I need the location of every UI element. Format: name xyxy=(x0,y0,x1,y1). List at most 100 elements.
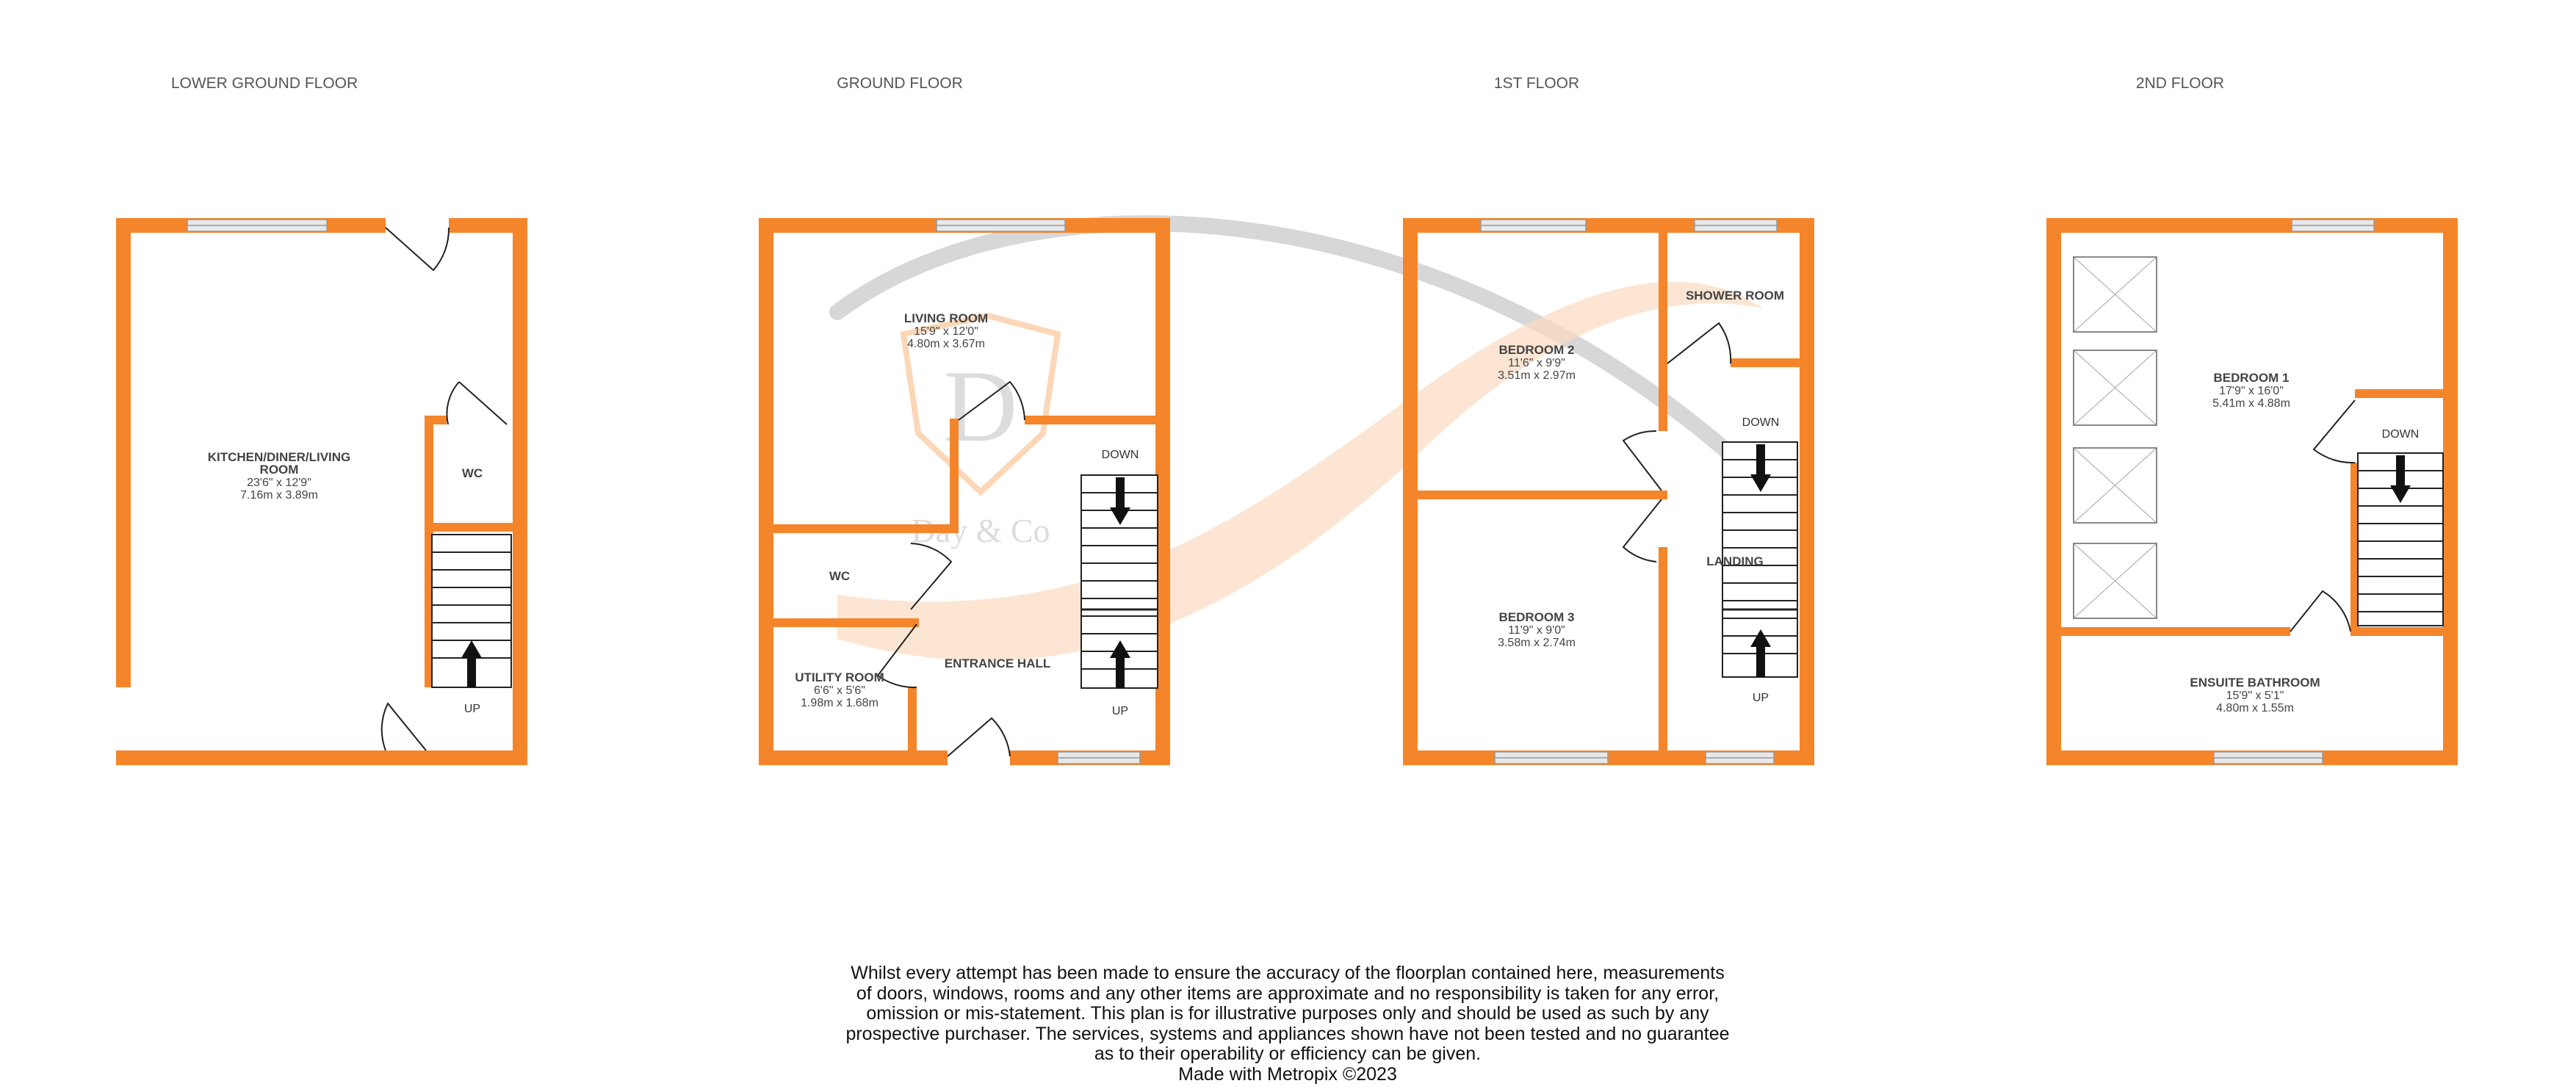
room-name: BEDROOM 2 xyxy=(1499,343,1575,357)
room-dimensions-imperial: 11'9" x 9'0" xyxy=(1508,624,1565,637)
room-name: BEDROOM 1 xyxy=(2214,371,2290,385)
wall-utility-east xyxy=(908,687,917,758)
wall-west xyxy=(759,218,773,765)
disclaimer-line: prospective purchaser. The services, sys… xyxy=(845,1023,1730,1044)
wall-east xyxy=(1155,218,1170,765)
watermark-arc xyxy=(829,215,1756,478)
disclaimer: Whilst every attempt has been made to en… xyxy=(810,963,1765,1085)
wall-living-south xyxy=(773,524,957,533)
skylight xyxy=(2073,350,2157,426)
arrow-down-icon xyxy=(1110,477,1130,525)
disclaimer-line: of doors, windows, rooms and any other i… xyxy=(856,983,1720,1004)
staircase xyxy=(1080,474,1158,689)
floor-title: 2ND FLOOR xyxy=(2136,75,2224,92)
room-name: ENSUITE BATHROOM xyxy=(2190,676,2320,690)
floor-title: LOWER GROUND FLOOR xyxy=(171,75,358,92)
door-swing xyxy=(446,381,508,425)
stair-label: DOWN xyxy=(1742,416,1780,429)
door-swing xyxy=(385,227,450,272)
door-swing xyxy=(1622,499,1662,562)
stair-label: UP xyxy=(464,703,480,715)
room-name: KITCHEN/DINER/LIVING xyxy=(208,450,351,464)
skylight xyxy=(2073,256,2157,333)
wall-shower-south xyxy=(1731,358,1801,367)
staircase xyxy=(1722,441,1798,678)
wall-east xyxy=(1800,218,1814,765)
skylight xyxy=(2073,447,2157,524)
door-swing xyxy=(380,702,427,751)
watermark-shield-icon xyxy=(900,312,1061,496)
wall-east xyxy=(2443,218,2458,765)
door-swing xyxy=(958,380,1025,421)
room-dimensions-metric: 4.80m x 1.55m xyxy=(2216,702,2294,714)
door-gap xyxy=(386,218,449,233)
wall-south xyxy=(116,750,527,765)
room-dimensions-imperial: 15'9" x 12'0" xyxy=(914,325,978,338)
wall-bedroom-divider xyxy=(1418,491,1667,499)
watermark-swoosh xyxy=(837,281,1763,661)
stair-label: DOWN xyxy=(2382,428,2420,441)
staircase xyxy=(2357,452,2444,626)
disclaimer-line: Whilst every attempt has been made to en… xyxy=(851,963,1725,983)
wall-west xyxy=(1403,218,1418,765)
door-swing xyxy=(2290,590,2351,632)
floor-title: 1ST FLOOR xyxy=(1494,75,1579,92)
floor-lower-ground: LOWER GROUND FLOOR xyxy=(116,75,527,765)
wall-wc-top xyxy=(425,416,447,424)
wall-ensuite-north xyxy=(2061,627,2290,636)
room-name: BEDROOM 3 xyxy=(1499,610,1575,624)
room-dimensions-metric: 3.51m x 2.97m xyxy=(1498,369,1576,382)
room-name: ROOM xyxy=(260,463,299,477)
room-name: LANDING xyxy=(1706,554,1763,568)
wall-bedroom-east xyxy=(1659,233,1667,431)
room-name: UTILITY ROOM xyxy=(795,670,884,684)
disclaimer-line: omission or mis-statement. This plan is … xyxy=(866,1003,1709,1024)
wall-stair-north xyxy=(2355,389,2445,398)
stair-label: UP xyxy=(1112,705,1128,717)
room-dimensions-metric: 7.16m x 3.89m xyxy=(240,489,318,502)
metropix-credit: Made with Metropix ©2023 xyxy=(1178,1063,1397,1085)
door-swing xyxy=(2312,399,2356,464)
room-name: SHOWER ROOM xyxy=(1686,289,1784,303)
stair-label: UP xyxy=(1753,692,1769,704)
room-name: WC xyxy=(462,466,483,480)
wall-north xyxy=(2046,218,2458,233)
door-swing xyxy=(876,623,917,689)
door-swing xyxy=(947,717,1011,757)
room-dimensions-metric: 5.41m x 4.88m xyxy=(2212,397,2290,410)
door-swing xyxy=(910,543,953,610)
wall-utility-north xyxy=(773,618,919,627)
door-swing xyxy=(1622,430,1662,491)
room-dimensions-metric: 3.58m x 2.74m xyxy=(1498,637,1576,649)
wall-west xyxy=(2046,218,2061,765)
floor-first: 1ST FLOOR xyxy=(1403,75,1814,765)
floor-title: GROUND FLOOR xyxy=(837,75,963,92)
room-name: LIVING ROOM xyxy=(904,311,988,325)
room-dimensions-imperial: 17'9" x 16'0" xyxy=(2219,385,2284,397)
room-dimensions-metric: 1.98m x 1.68m xyxy=(801,697,878,709)
door-swing xyxy=(1667,322,1732,364)
room-dimensions-imperial: 11'6" x 9'9" xyxy=(1508,357,1565,369)
arrow-up-icon xyxy=(1110,640,1130,688)
door-gap xyxy=(116,687,131,750)
room-dimensions-metric: 4.80m x 3.67m xyxy=(907,338,985,350)
wall-stair-north xyxy=(1025,416,1157,424)
room-dimensions-imperial: 15'9" x 5'1" xyxy=(2226,690,2284,702)
skylight xyxy=(2073,543,2157,619)
arrow-up-icon xyxy=(1750,629,1771,677)
wall-west xyxy=(116,218,131,765)
wall-ensuite-north xyxy=(2350,627,2445,636)
disclaimer-line: as to their operability or efficiency ca… xyxy=(1094,1043,1482,1064)
wall-living-east xyxy=(950,419,959,533)
wall-bedroom-east xyxy=(1659,547,1667,753)
wall-east xyxy=(513,218,527,765)
arrow-up-icon xyxy=(461,640,482,687)
room-dimensions-imperial: 6'6" x 5'6" xyxy=(814,684,865,697)
arrow-down-icon xyxy=(2390,455,2411,503)
floor-second: 2ND FLOOR xyxy=(2046,75,2458,765)
arrow-down-icon xyxy=(1750,444,1771,492)
staircase xyxy=(431,534,512,688)
room-name: ENTRANCE HALL xyxy=(945,656,1051,670)
room-dimensions-imperial: 23'6" x 12'9" xyxy=(247,477,311,489)
